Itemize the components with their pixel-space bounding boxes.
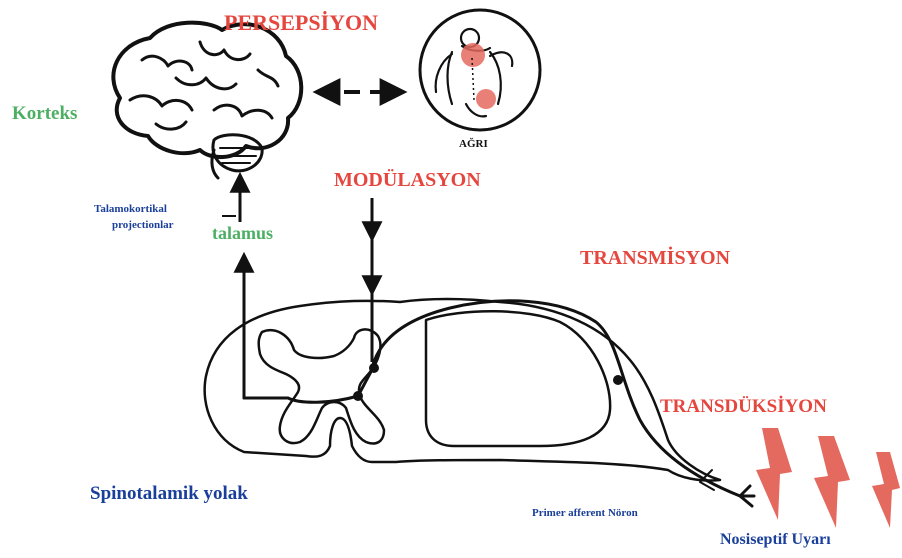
- stage-modulation-label: MODÜLASYON: [334, 170, 481, 190]
- stage-perception-label: PERSEPSİYON: [224, 12, 378, 34]
- thalamocortical-label-line1: Talamokortikal: [94, 204, 167, 215]
- afferent-neuron-cell-body: [613, 375, 623, 385]
- brain-icon: [113, 23, 301, 178]
- primary-afferent-label: Primer afferent Nöron: [532, 508, 638, 519]
- thalamus-label: talamus: [212, 224, 273, 242]
- thalamocortical-label-line2: projectionlar: [112, 220, 174, 231]
- spinotalamik-tract: [244, 256, 374, 402]
- dorsal-horn-synapse: [369, 363, 379, 373]
- spinal-cord-outline: [205, 299, 720, 481]
- stage-transmission-label: TRANSMİSYON: [580, 248, 730, 268]
- spinothalamic-tract-label: Spinotalamik yolak: [90, 484, 248, 503]
- thalamocortical-arrow: [222, 176, 240, 222]
- second-order-neuron: [353, 391, 363, 401]
- pain-figure-icon: [420, 10, 540, 130]
- cortex-label: Korteks: [12, 104, 77, 123]
- nociceptive-stimulus-icon: [756, 428, 900, 528]
- stage-transduction-label: TRANSDÜKSİYON: [660, 397, 827, 416]
- nociceptive-stimulus-label: Nosiseptif Uyarı: [720, 532, 831, 548]
- pain-label: AĞRI: [459, 139, 488, 150]
